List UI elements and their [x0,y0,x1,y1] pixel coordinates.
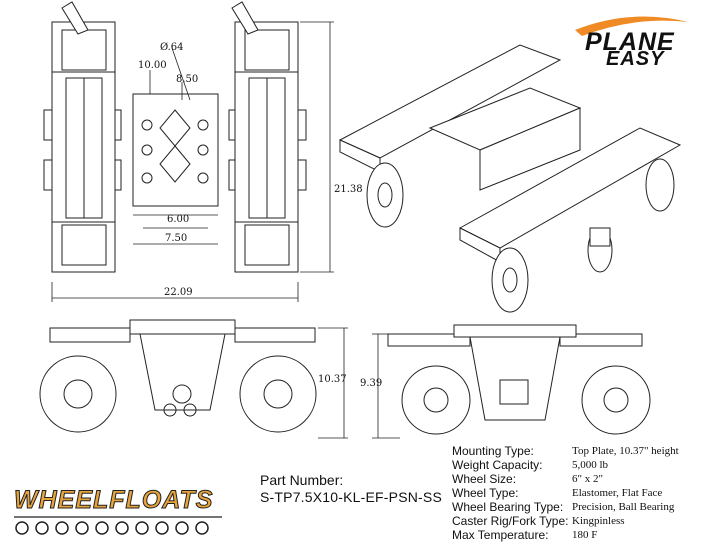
right-rail [228,1,307,273]
spec-label: Max Temperature: [452,528,549,542]
side-elevation [39,319,348,439]
dim-front-height: 9.39 [360,378,382,389]
front-elevation [372,324,651,439]
spec-label: Weight Capacity: [452,458,543,472]
dim-side-height: 10.37 [318,374,347,385]
left-rail [43,1,122,273]
spec-label: Caster Rig/Fork Type: [452,514,569,528]
plane-easy-logo-top: PLANE [585,28,675,56]
center-plate [132,93,219,207]
dim-hole-diameter: Ø.64 [160,42,184,53]
spec-value: Kingpinless [572,515,625,527]
isometric-view [338,44,682,313]
dim-plate-height-inner: 8.50 [176,74,198,85]
dim-overall-width: 22.09 [164,287,193,298]
dim-plate-width-inner: 6.00 [167,214,189,225]
wheel-floats-circles [15,521,209,535]
spec-label: Wheel Size: [452,472,517,486]
part-number-value: S-TP7.5X10-KL-EF-PSN-SS [260,489,442,505]
spec-value: Precision, Ball Bearing [572,501,675,513]
spec-label: Mounting Type: [452,444,534,458]
dim-plate-height-outer: 10.00 [138,60,167,71]
plane-easy-swoosh [575,16,688,36]
spec-value: 6" x 2" [572,473,603,485]
spec-value: 5,000 lb [572,459,609,471]
plane-easy-logo-bottom: EASY [606,48,665,70]
wheel-floats-logo: WHEELFLOATS [13,486,214,515]
spec-label: Wheel Bearing Type: [452,500,564,514]
dimension-labels: Ø.64 10.00 8.50 6.00 7.50 21.38 22.09 10… [138,42,382,389]
part-number-label: Part Number: [260,472,344,488]
top-view-dimensions [51,21,334,302]
dim-plate-width-outer: 7.50 [165,233,187,244]
top-view [43,1,334,302]
spec-value: Top Plate, 10.37" height [572,445,679,457]
dim-overall-length: 21.38 [334,184,363,195]
spec-value: Elastomer, Flat Face [572,487,663,499]
spec-label: Wheel Type: [452,486,519,500]
spec-value: 180 F [572,529,598,541]
